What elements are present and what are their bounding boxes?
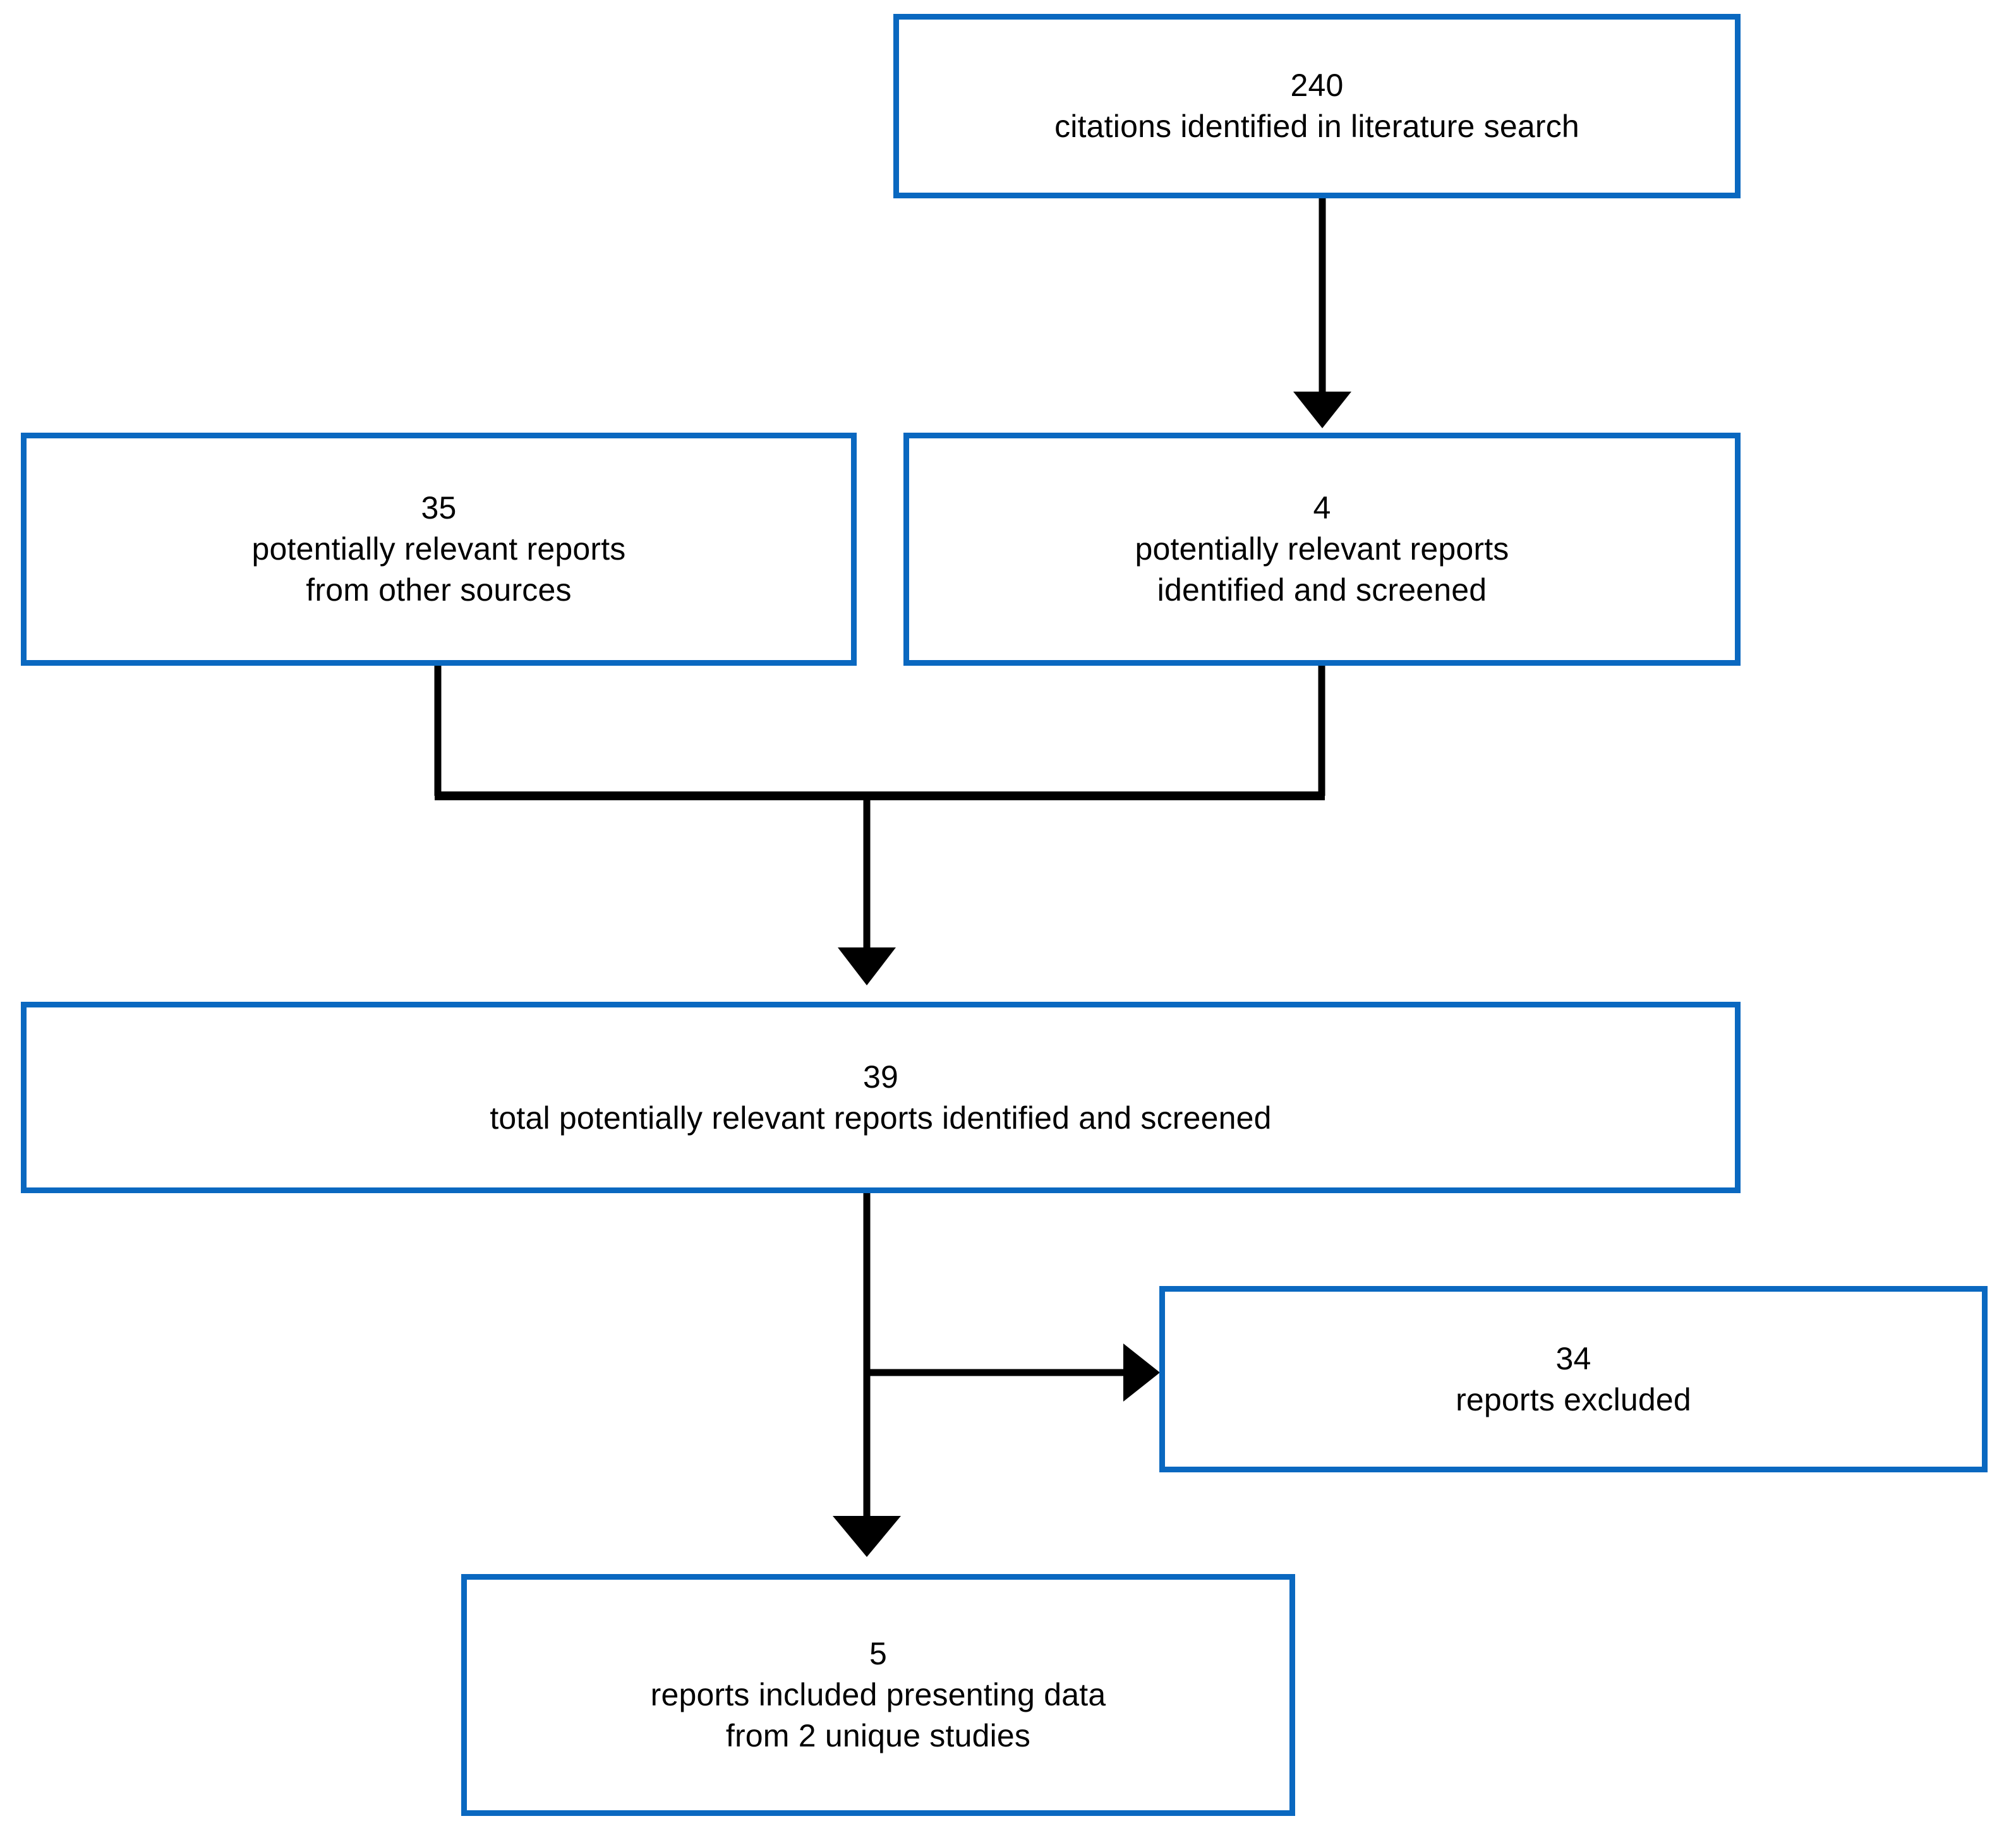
node-label-line: from other sources (306, 572, 572, 608)
node-label-line: reports included presenting data (650, 1677, 1106, 1712)
node-label-line: from 2 unique studies (725, 1718, 1031, 1753)
edge-junction-to-total (838, 796, 896, 985)
node-count: 4 (1313, 490, 1331, 526)
node-count: 34 (1555, 1340, 1591, 1376)
node-count: 240 (1290, 68, 1344, 103)
node-label-line: potentially relevant reports (251, 531, 626, 567)
node-count: 35 (421, 490, 457, 526)
node-reports-from-other-sources[interactable]: 35 potentially relevant reports from oth… (21, 433, 857, 666)
node-label-line: potentially relevant reports (1135, 531, 1509, 567)
node-count: 39 (862, 1059, 898, 1095)
node-label-line: total potentially relevant reports ident… (490, 1100, 1272, 1136)
edge-total-to-included (833, 1516, 901, 1557)
node-citations-identified[interactable]: 240 citations identified in literature s… (893, 14, 1741, 198)
node-label-line: reports excluded (1456, 1381, 1691, 1417)
node-label-line: citations identified in literature searc… (1054, 109, 1579, 144)
node-reports-included[interactable]: 5 reports included presenting data from … (461, 1574, 1295, 1816)
node-count: 5 (869, 1636, 887, 1671)
node-label-line: identified and screened (1157, 572, 1487, 608)
edge-identified-to-screened (1293, 198, 1351, 428)
node-total-reports-screened[interactable]: 39 total potentially relevant reports id… (21, 1002, 1741, 1193)
node-reports-excluded[interactable]: 34 reports excluded (1159, 1286, 1988, 1472)
edge-total-to-excluded (863, 1193, 1160, 1541)
node-reports-identified-and-screened[interactable]: 4 potentially relevant reports identifie… (903, 433, 1741, 666)
